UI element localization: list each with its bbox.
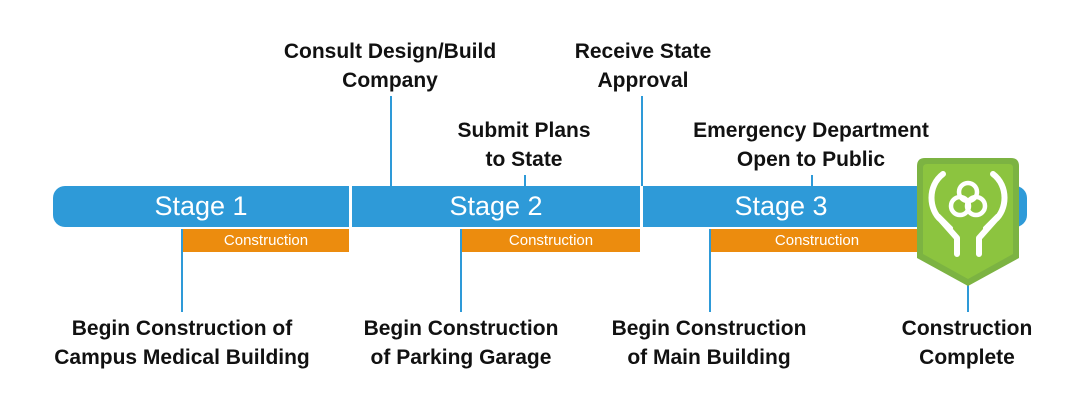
stage-bar-2: Stage 2	[352, 186, 640, 227]
connector-begin-main	[709, 229, 711, 312]
construction-label-3: Construction	[774, 232, 860, 249]
stage-label-1: Stage 1	[154, 191, 248, 221]
milestone-begin-main: Begin Construction of Main Building	[611, 317, 807, 369]
construction-label-2: Construction	[508, 232, 594, 249]
construction-bar-2: Construction	[462, 229, 640, 252]
stage-label-3: Stage 3	[734, 191, 828, 221]
milestone-emergency-dept: Emergency Department Open to Public	[693, 119, 929, 171]
connector-begin-garage	[460, 229, 462, 312]
milestone-begin-campus: Begin Construction of Campus Medical Bui…	[54, 317, 310, 369]
construction-label-1: Construction	[223, 232, 309, 249]
hands-cradling-knot-icon	[917, 158, 1019, 286]
milestone-construction-complete: Construction Complete	[901, 317, 1033, 369]
stage-bar-1: Stage 1	[53, 186, 349, 227]
connector-complete	[967, 280, 969, 312]
connector-submit	[524, 175, 526, 186]
milestone-begin-garage: Begin Construction of Parking Garage	[363, 317, 559, 369]
milestone-submit-plans: Submit Plans to State	[457, 119, 591, 171]
construction-bar-3: Construction	[711, 229, 923, 252]
construction-bar-1: Construction	[183, 229, 349, 252]
milestone-consult: Consult Design/Build Company	[283, 40, 497, 92]
connector-begin-campus	[181, 229, 183, 312]
connector-emergency	[811, 175, 813, 186]
stage-label-2: Stage 2	[449, 191, 543, 221]
milestone-state-approval: Receive State Approval	[574, 40, 712, 92]
connector-consult	[390, 96, 392, 186]
connector-approval	[641, 96, 643, 186]
